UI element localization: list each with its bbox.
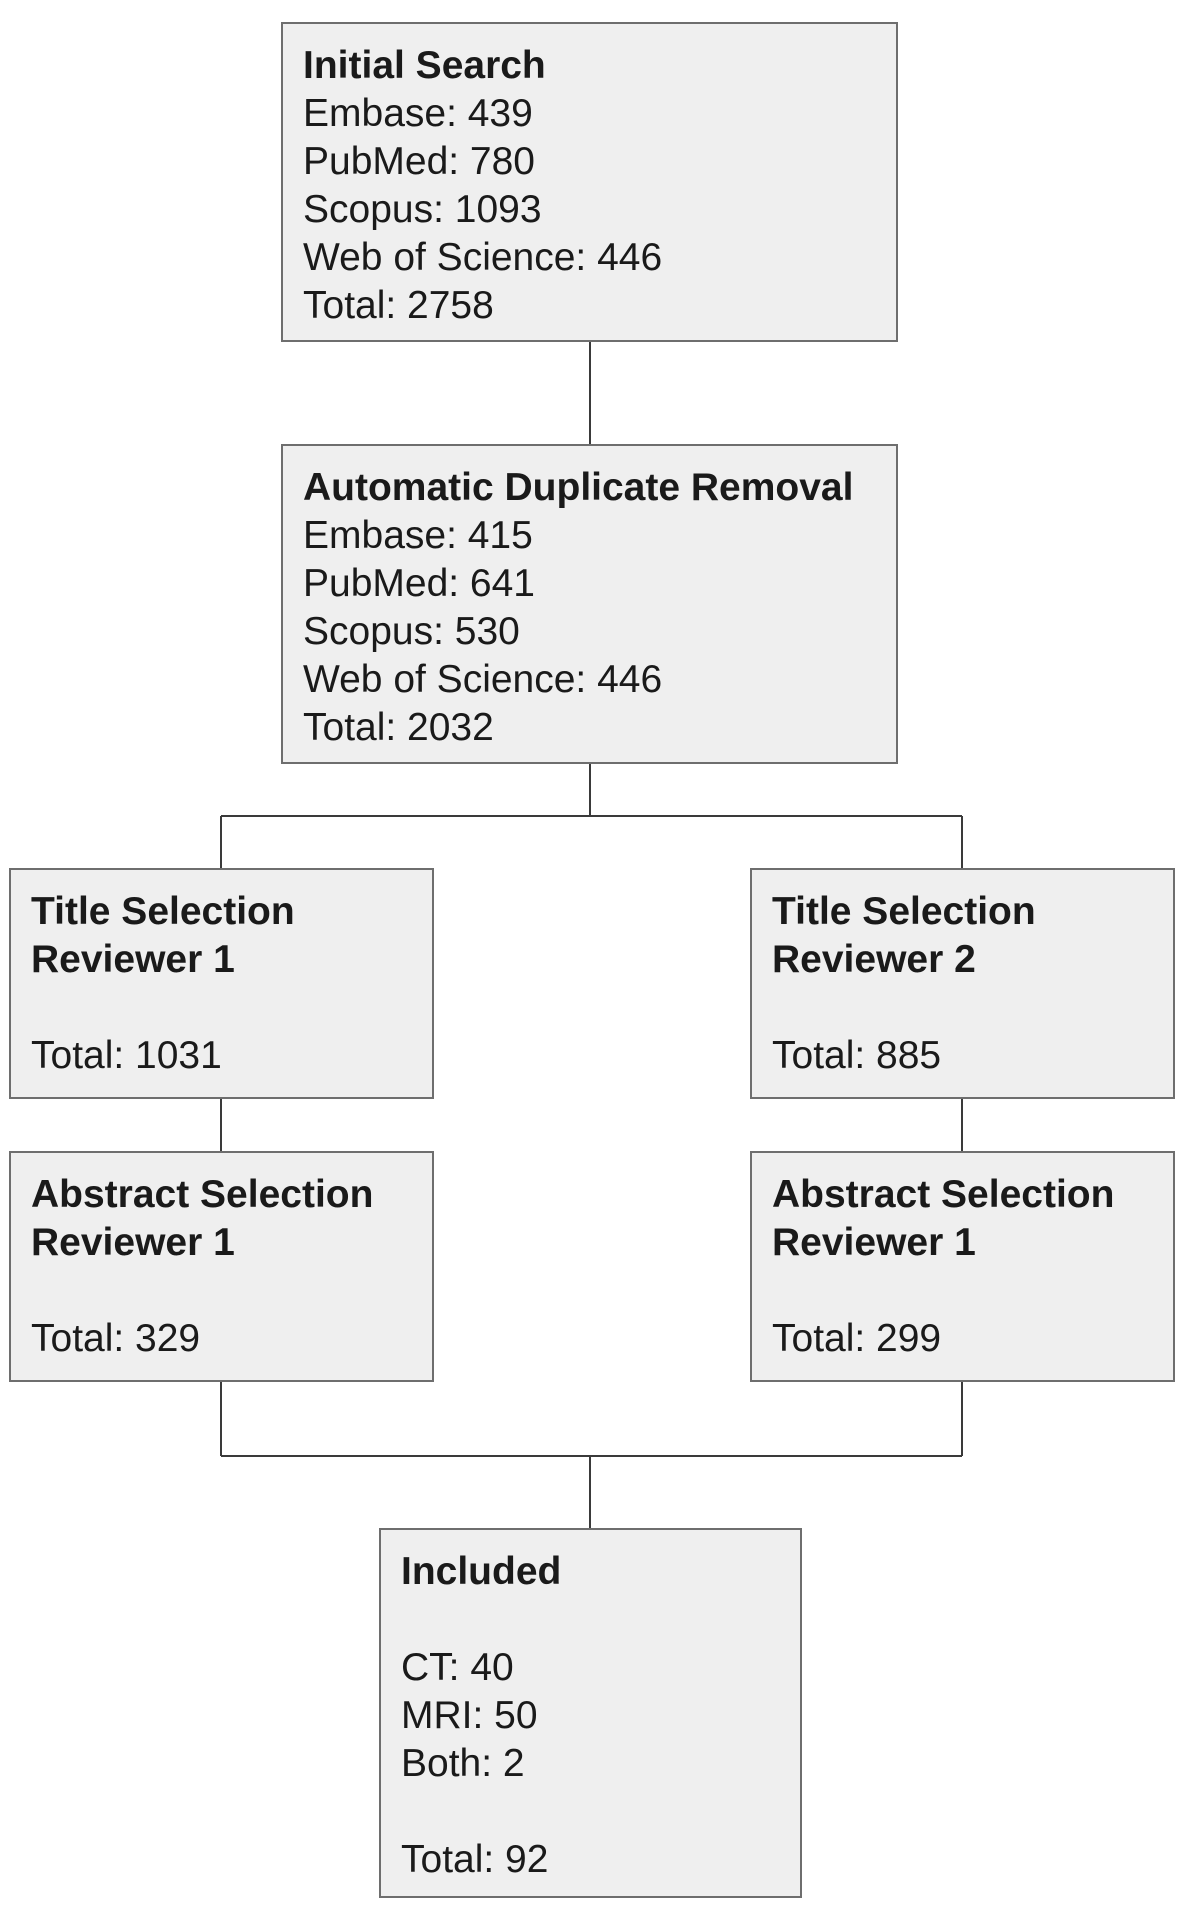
duplicate-removal-title: Automatic Duplicate Removal (303, 466, 854, 509)
title-selection-reviewer-2-total: Total: 885 (772, 1034, 942, 1077)
spacer (772, 984, 1153, 1032)
title-selection-reviewer-2-box: Title Selection Reviewer 2 Total: 885 (750, 868, 1175, 1099)
included-box: Included CT: 40 MRI: 50 Both: 2 Total: 9… (379, 1528, 802, 1898)
title-selection-reviewer-1-box: Title Selection Reviewer 1 Total: 1031 (9, 868, 434, 1099)
included-ct: CT: 40 (401, 1646, 514, 1689)
title-selection-reviewer-2-title: Title Selection Reviewer 2 (772, 890, 1036, 981)
abstract-selection-right-box: Abstract Selection Reviewer 1 Total: 299 (750, 1151, 1175, 1382)
included-title: Included (401, 1550, 562, 1593)
abstract-selection-right-title: Abstract Selection Reviewer 1 (772, 1173, 1115, 1264)
spacer (401, 1788, 780, 1836)
initial-search-title: Initial Search (303, 44, 546, 87)
initial-search-box: Initial Search Embase: 439 PubMed: 780 S… (281, 22, 898, 342)
abstract-selection-right-total: Total: 299 (772, 1317, 942, 1360)
duplicate-removal-wos: Web of Science: 446 (303, 658, 663, 701)
initial-search-pubmed: PubMed: 780 (303, 140, 536, 183)
duplicate-removal-total: Total: 2032 (303, 706, 494, 749)
included-both: Both: 2 (401, 1742, 525, 1785)
abstract-selection-left-total: Total: 329 (31, 1317, 201, 1360)
spacer (772, 1267, 1153, 1315)
abstract-selection-left-title: Abstract Selection Reviewer 1 (31, 1173, 374, 1264)
spacer (31, 984, 412, 1032)
title-selection-reviewer-1-total: Total: 1031 (31, 1034, 222, 1077)
included-total: Total: 92 (401, 1838, 549, 1881)
duplicate-removal-embase: Embase: 415 (303, 514, 533, 557)
abstract-selection-left-box: Abstract Selection Reviewer 1 Total: 329 (9, 1151, 434, 1382)
duplicate-removal-pubmed: PubMed: 641 (303, 562, 536, 605)
spacer (31, 1267, 412, 1315)
spacer (401, 1596, 780, 1644)
initial-search-scopus: Scopus: 1093 (303, 188, 542, 231)
initial-search-wos: Web of Science: 446 (303, 236, 663, 279)
initial-search-total: Total: 2758 (303, 284, 494, 327)
title-selection-reviewer-1-title: Title Selection Reviewer 1 (31, 890, 295, 981)
initial-search-embase: Embase: 439 (303, 92, 533, 135)
duplicate-removal-scopus: Scopus: 530 (303, 610, 520, 653)
included-mri: MRI: 50 (401, 1694, 538, 1737)
duplicate-removal-box: Automatic Duplicate Removal Embase: 415 … (281, 444, 898, 764)
